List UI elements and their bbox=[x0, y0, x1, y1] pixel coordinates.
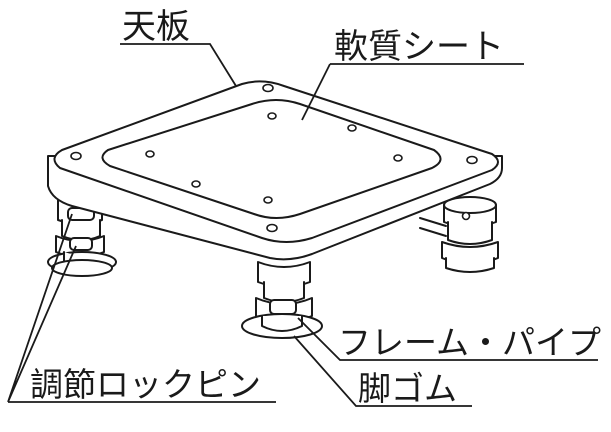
leader-top-board bbox=[120, 43, 237, 87]
leg-back-left bbox=[47, 199, 117, 277]
label-adjust-lock-pin: 調節ロックピン bbox=[30, 365, 261, 404]
lock-pin-icon bbox=[461, 211, 471, 221]
leader-soft-sheet bbox=[301, 63, 524, 121]
leader-lock-pin bbox=[7, 213, 276, 403]
label-top-board: 天板 bbox=[122, 7, 190, 47]
label-rubber-foot: 脚ゴム bbox=[358, 369, 457, 408]
leader-rubber-foot bbox=[293, 335, 472, 407]
leg-back-right bbox=[441, 196, 499, 273]
label-frame-pipe: フレーム・パイプ bbox=[338, 323, 601, 362]
top-board bbox=[47, 80, 503, 261]
leg-front bbox=[241, 261, 323, 339]
label-soft-sheet: 軟質シート bbox=[334, 27, 504, 67]
leader-frame-pipe bbox=[297, 317, 598, 361]
frame-pipe-segment bbox=[419, 217, 447, 237]
